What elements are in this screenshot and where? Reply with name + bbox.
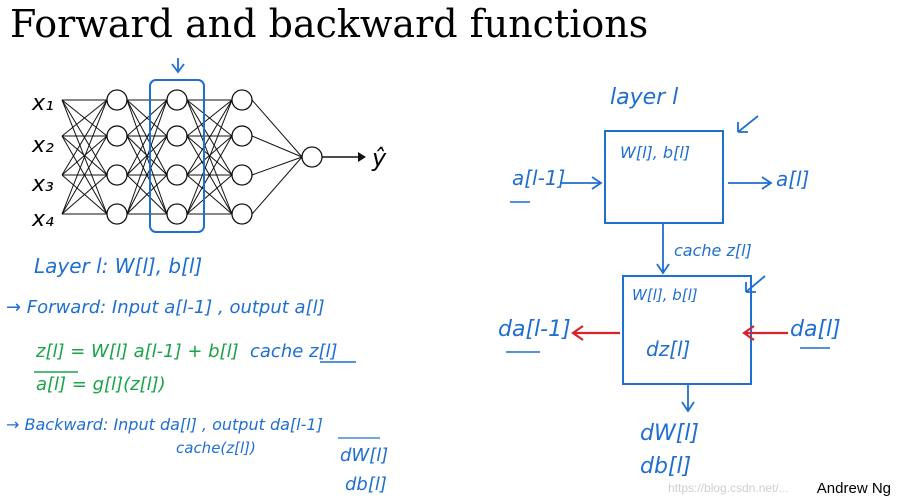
network-edge <box>61 174 108 215</box>
network-edge <box>126 135 168 215</box>
neuron-l2-2 <box>166 125 188 147</box>
output-a-label: a[l] <box>776 167 809 191</box>
author-credit: Andrew Ng <box>816 480 891 497</box>
note-db: db[l] <box>345 474 387 495</box>
network-edge <box>61 135 108 215</box>
note-layer-line: Layer l: W[l], b[l] <box>34 254 202 278</box>
output-neuron <box>301 146 323 168</box>
network-edge <box>251 156 303 176</box>
network-edge <box>61 99 108 137</box>
watermark: https://blog.csdn.net/... <box>668 481 789 495</box>
neuron-l2-3 <box>166 164 188 186</box>
neuron-l3-4 <box>231 203 253 225</box>
forward-block <box>604 130 724 224</box>
network-edge <box>186 99 233 215</box>
note-cache: cache z[l] <box>250 341 338 362</box>
slide-title: Forward and backward functions <box>10 2 649 46</box>
layer-pointer-arrow <box>171 58 185 74</box>
note-backward-line: → Backward: Input da[l] , output da[l-1] <box>6 415 323 434</box>
network-edge <box>126 99 168 215</box>
neuron-l1-4 <box>106 203 128 225</box>
note-eq2: a[l] = g[l](z[l]) <box>36 374 166 395</box>
cache-label: cache z[l] <box>674 241 752 260</box>
grad-down-arrow <box>681 385 695 413</box>
forward-block-label: W[l], b[l] <box>620 143 690 162</box>
output-yhat: ŷ <box>371 144 387 172</box>
input-x1: x₁ <box>31 91 54 116</box>
network-edge <box>126 99 168 137</box>
highlighted-layer-box <box>149 79 205 233</box>
backward-block <box>622 275 752 385</box>
dW-output: dW[l] <box>640 421 699 446</box>
network-edge <box>126 174 168 215</box>
cache-arrow <box>656 224 670 275</box>
da-in-label: da[l] <box>790 317 841 342</box>
network-edge <box>251 135 303 158</box>
network-edge <box>186 174 233 215</box>
neuron-l1-2 <box>106 125 128 147</box>
output-arrow-right <box>728 176 773 190</box>
neuron-l3-1 <box>231 89 253 111</box>
db-output: db[l] <box>640 454 691 479</box>
da-in-arrow <box>742 325 788 341</box>
neuron-l2-1 <box>166 89 188 111</box>
neuron-l3-3 <box>231 164 253 186</box>
network-edge <box>186 99 233 137</box>
da-out-label: da[l-1] <box>498 317 571 342</box>
input-a-label: a[l-1] <box>512 166 565 190</box>
input-x2: x₂ <box>31 133 54 158</box>
input-arrow <box>560 176 603 190</box>
input-x3: x₃ <box>31 172 54 197</box>
neuron-l3-2 <box>231 125 253 147</box>
network-edge <box>251 99 303 158</box>
neuron-l1-3 <box>106 164 128 186</box>
network-edge <box>61 135 108 176</box>
note-eq1: z[l] = W[l] a[l-1] + b[l] <box>35 341 239 362</box>
note-backward-cache: cache(z[l]) <box>176 439 256 457</box>
backward-box-pointer <box>745 275 766 293</box>
neuron-l2-4 <box>166 203 188 225</box>
network-edge <box>61 99 108 176</box>
note-forward-line: → Forward: Input a[l-1] , output a[l] <box>6 297 325 318</box>
network-edge <box>186 99 233 176</box>
network-edge <box>61 99 108 215</box>
diagram-layer-title: layer l <box>610 85 678 110</box>
note-dW: dW[l] <box>340 445 388 466</box>
network-edge <box>251 156 303 215</box>
network-edge <box>186 135 233 176</box>
backward-block-params: W[l], b[l] <box>632 286 698 304</box>
neuron-l1-1 <box>106 89 128 111</box>
network-edge <box>126 99 168 176</box>
input-x4: x₄ <box>31 207 54 232</box>
da-out-arrow <box>571 325 620 341</box>
backward-block-dz: dz[l] <box>646 337 690 361</box>
network-edge <box>186 135 233 215</box>
forward-box-pointer <box>737 115 759 133</box>
